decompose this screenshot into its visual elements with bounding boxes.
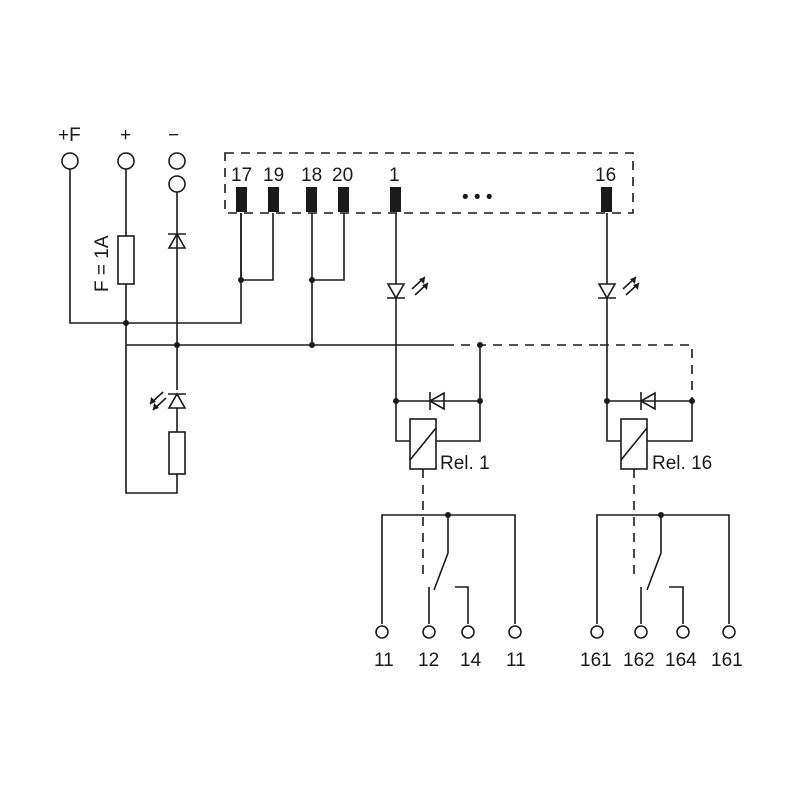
terminal-icon-minus-1 [168, 152, 186, 170]
terminal-icon-plus-f [61, 152, 79, 170]
terminal-icon-minus-2 [168, 175, 186, 193]
label-terminal-1: 1 [389, 165, 400, 186]
led-icon-rel1 [386, 283, 406, 300]
terminal-block-20 [338, 187, 349, 212]
contact-icon-rel1 [381, 514, 516, 624]
label-terminal-19: 19 [263, 165, 284, 186]
label-minus: − [168, 125, 179, 146]
terminal-block-18 [306, 187, 317, 212]
led-arrows-power [149, 391, 167, 411]
label-terminal-20: 20 [332, 165, 353, 186]
bridge-18-20 [311, 213, 345, 345]
bus-dashed-rel16 [600, 344, 693, 401]
label-rel16-161a: 161 [580, 650, 612, 671]
fuse-label: F = 1A [92, 235, 113, 292]
relay-label-rel16: Rel. 16 [652, 453, 712, 474]
label-ellipsis: • • • [462, 187, 493, 208]
terminal-icon-rel16-161a [590, 625, 604, 639]
fuse-icon [117, 235, 135, 285]
junction-plus [123, 320, 129, 326]
label-rel16-161b: 161 [711, 650, 743, 671]
led-icon-power [167, 392, 187, 409]
bridge-17-19 [240, 213, 274, 281]
wire-rel1-loop [395, 345, 481, 442]
led-arrows-rel1 [411, 276, 429, 296]
terminal-icon-rel16-164 [676, 625, 690, 639]
terminal-block-16 [601, 187, 612, 212]
wire-plus-bottom [125, 284, 178, 494]
terminal-block-19 [268, 187, 279, 212]
terminal-icon-plus [117, 152, 135, 170]
terminal-icon-rel16-161b [722, 625, 736, 639]
terminal-icon-rel1-11b [508, 625, 522, 639]
label-rel1-11b: 11 [506, 650, 526, 671]
label-rel16-162: 162 [623, 650, 655, 671]
terminal-block-1 [390, 187, 401, 212]
label-plus: + [120, 125, 131, 146]
terminal-icon-rel1-14 [461, 625, 475, 639]
label-rel1-11a: 11 [374, 650, 394, 671]
contact-icon-rel16 [596, 514, 730, 624]
led-arrows-rel16 [622, 276, 640, 296]
label-plus-f: +F [58, 125, 81, 146]
led-icon-rel16 [597, 283, 617, 300]
label-rel1-14: 14 [460, 650, 482, 671]
junction-bus-minus [174, 342, 180, 348]
terminal-icon-rel1-12 [422, 625, 436, 639]
label-terminal-17: 17 [231, 165, 252, 186]
label-rel16-164: 164 [665, 650, 697, 671]
label-terminal-18: 18 [301, 165, 322, 186]
relay-label-rel1: Rel. 1 [440, 453, 490, 474]
diode-icon-rel1 [428, 391, 445, 411]
terminal-icon-rel16-162 [634, 625, 648, 639]
terminal-icon-rel1-11a [375, 625, 389, 639]
diode-icon-rel16 [639, 391, 656, 411]
label-rel1-12: 12 [418, 650, 439, 671]
terminal-block-17 [236, 187, 247, 212]
label-terminal-16: 16 [595, 165, 616, 186]
diode-icon-minus [167, 232, 187, 249]
wire-rel16-loop [606, 400, 693, 442]
input-terminal-box [224, 152, 634, 214]
resistor-icon [168, 431, 186, 475]
